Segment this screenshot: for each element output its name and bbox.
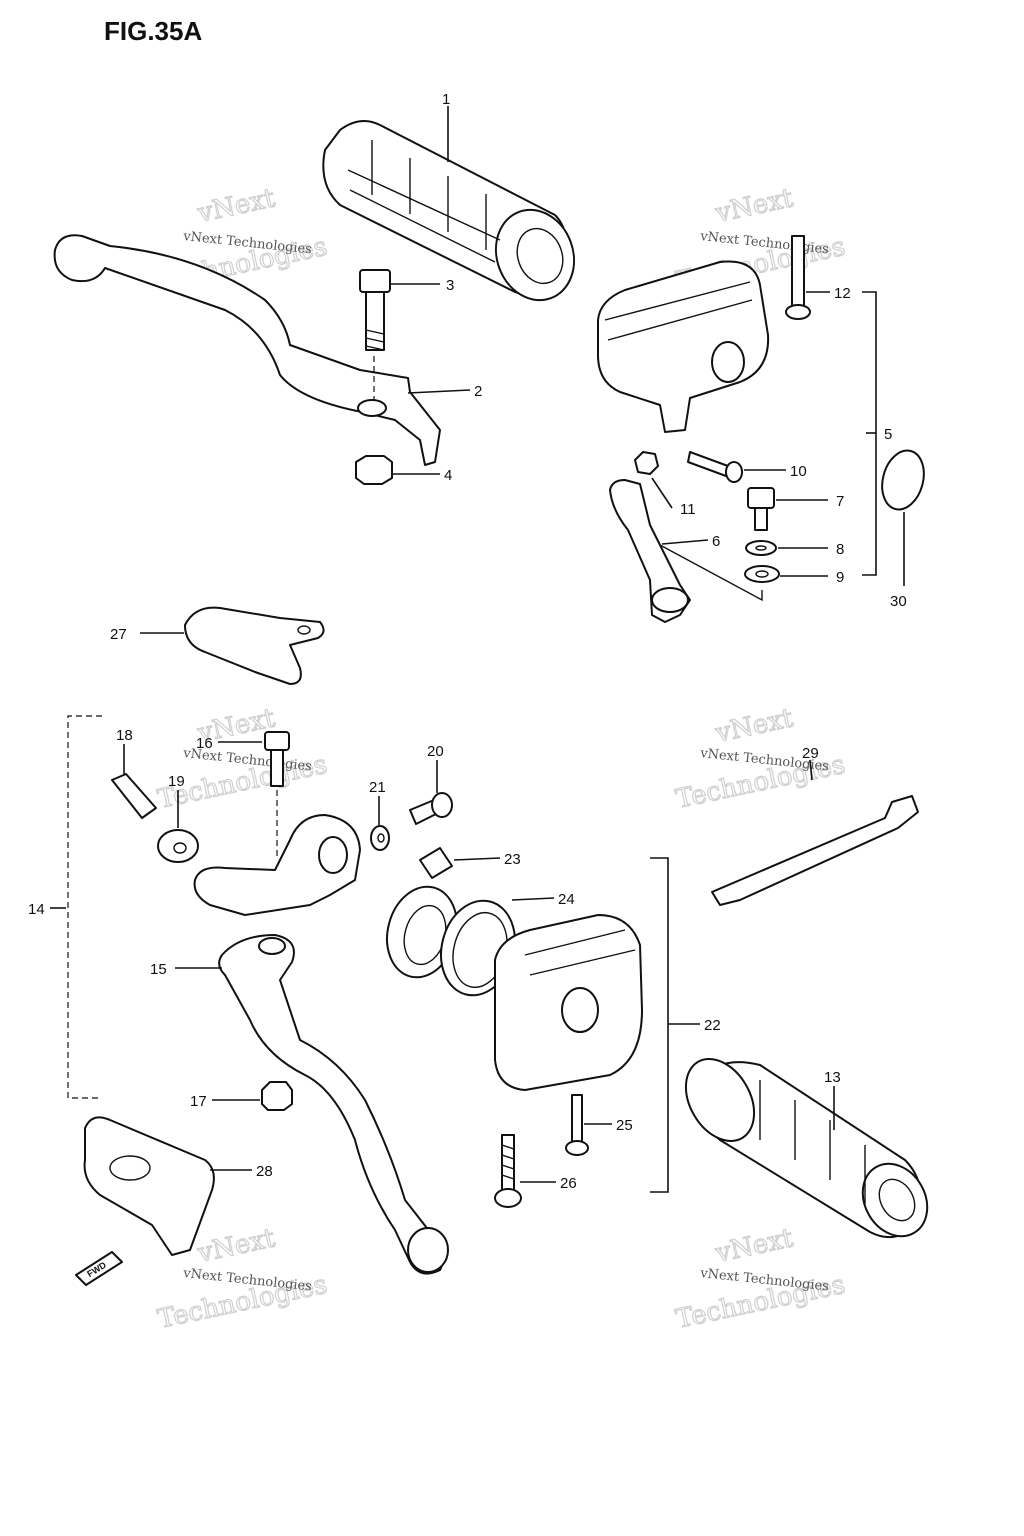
callout-12: 12	[834, 285, 851, 302]
watermark-text: vNext	[194, 1223, 278, 1269]
watermark-middle-left: vNext Technologies vNext Technologies	[155, 703, 331, 816]
watermark-text: vNext	[712, 1223, 796, 1269]
watermark-middle-right: vNext Technologies vNext Technologies	[673, 703, 849, 816]
callout-5: 5	[884, 426, 892, 443]
assembly-guide-line	[659, 544, 763, 602]
callout-24: 24	[558, 891, 575, 908]
callout-20: 20	[427, 743, 444, 760]
part-23-clamp	[419, 847, 453, 879]
part-4-nut	[355, 455, 393, 485]
callout-30: 30	[890, 593, 907, 610]
part-29-strap	[711, 795, 919, 906]
callout-25: 25	[616, 1117, 633, 1134]
callout-2: 2	[474, 383, 482, 400]
callout-21: 21	[369, 779, 386, 796]
callout-27: 27	[110, 626, 127, 643]
part-16-pivot-bolt	[264, 731, 290, 787]
callout-17: 17	[190, 1093, 207, 1110]
part-2-brake-lever	[53, 234, 441, 466]
fwd-arrow-icon: FWD	[75, 1251, 123, 1286]
part-15-clutch-lever	[218, 934, 449, 1275]
callout-22: 22	[704, 1017, 721, 1034]
part-30-o-ring	[881, 449, 925, 511]
callout-29: 29	[802, 745, 819, 762]
part-28-lever-boot	[83, 1116, 215, 1256]
part-22-switch-housing	[494, 914, 643, 1091]
callout-26: 26	[560, 1175, 577, 1192]
part-6-bracket	[609, 479, 691, 623]
callout-19: 19	[168, 773, 185, 790]
callout-1: 1	[442, 91, 450, 108]
callout-3: 3	[446, 277, 454, 294]
part-13-grip	[684, 1058, 929, 1239]
watermark-text: vNext	[712, 183, 796, 229]
callout-16: 16	[196, 735, 213, 752]
callout-13: 13	[824, 1069, 841, 1086]
watermark-text: vNext	[194, 183, 278, 229]
watermark-bottom-right: vNext Technologies vNext Technologies	[673, 1223, 849, 1336]
part-25-screw	[565, 1094, 589, 1156]
callout-10: 10	[790, 463, 807, 480]
part-18-screw	[111, 773, 157, 819]
part-14-lever-bracket	[193, 814, 361, 916]
watermark-text: vNext	[712, 703, 796, 749]
callout-4: 4	[444, 467, 452, 484]
part-3-bolt	[359, 269, 391, 351]
callout-15: 15	[150, 961, 167, 978]
callout-7: 7	[836, 493, 844, 510]
part-17-nut	[261, 1081, 293, 1111]
part-1-grip	[322, 120, 576, 302]
leader-lines	[50, 106, 905, 1193]
part-7-bolt	[747, 487, 775, 531]
part-11-nut	[634, 451, 659, 475]
figure-title: FIG.35A	[104, 16, 202, 46]
part-27-guard	[184, 606, 325, 685]
callout-14: 14	[28, 901, 45, 918]
part-12-bolt	[785, 235, 811, 320]
part-19-adjuster	[157, 829, 199, 863]
part-10-screw	[687, 451, 743, 483]
part-8-washer	[745, 540, 777, 556]
callout-6: 6	[712, 533, 720, 550]
callout-8: 8	[836, 541, 844, 558]
callout-18: 18	[116, 727, 133, 744]
part-9-washer	[744, 565, 780, 583]
callout-23: 23	[504, 851, 521, 868]
part-21-washer	[370, 825, 390, 851]
part-26-screw	[494, 1134, 522, 1208]
part-5-master-cylinder	[597, 260, 770, 433]
callout-9: 9	[836, 569, 844, 586]
callout-28: 28	[256, 1163, 273, 1180]
callout-labels: 1 2 3 4 5 6 7 8 9 10 11 12 13 14 15 16 1…	[28, 91, 907, 1192]
callout-11: 11	[680, 501, 696, 518]
part-20-screw	[409, 792, 453, 825]
